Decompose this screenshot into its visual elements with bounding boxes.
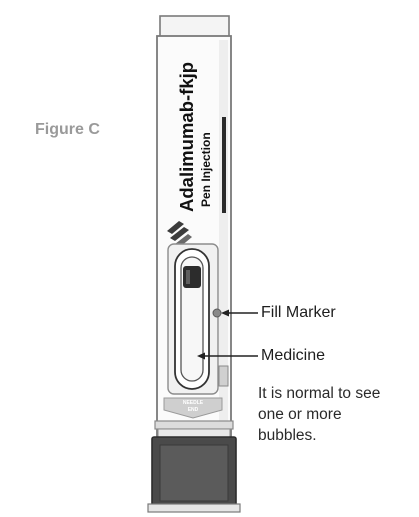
fill-marker-dot <box>212 308 222 318</box>
figure-label: Figure C <box>35 121 100 138</box>
plunger-highlight <box>186 270 190 284</box>
needle-end-arrow <box>163 397 223 419</box>
plunger-stopper <box>183 266 201 288</box>
brand-name: Adalimumab-fkjp <box>176 62 197 212</box>
bubbles-note-line-3: bubbles. <box>258 427 317 444</box>
needle-end-label-1: NEEDLE <box>183 400 204 406</box>
medicine-label: Medicine <box>261 347 326 364</box>
needle-end-label-2: END <box>188 407 199 413</box>
bubbles-note: It is normal to see one or more bubbles. <box>258 383 408 446</box>
medicine-arrowhead <box>197 352 205 360</box>
pen-subtitle: Pen Injection <box>199 132 213 207</box>
pen-body-shade <box>219 40 228 432</box>
fill-marker-arrowhead <box>221 309 229 317</box>
bubbles-note-line-2: one or more <box>258 406 342 423</box>
cap-collar <box>154 420 234 430</box>
bubbles-note-line-1: It is normal to see <box>258 385 381 402</box>
needle-cap-inner <box>159 444 229 502</box>
needle-cap-base <box>147 503 241 513</box>
side-notch <box>218 365 229 387</box>
fill-marker-label: Fill Marker <box>261 304 336 321</box>
label-stripe <box>222 117 226 213</box>
cap-collar-lower <box>157 428 231 438</box>
pen-top-cap <box>159 15 230 39</box>
